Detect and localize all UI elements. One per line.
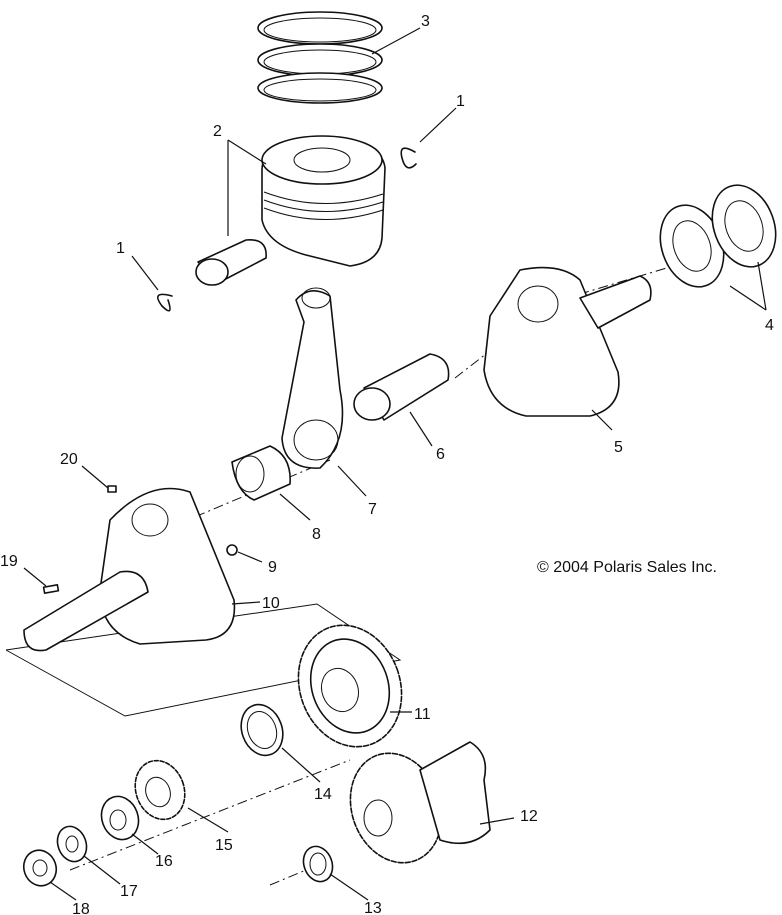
callout-6: 6 bbox=[436, 446, 445, 463]
copyright-notice: © 2004 Polaris Sales Inc. bbox=[537, 559, 717, 576]
callout-19: 19 bbox=[0, 553, 18, 570]
callout-11: 11 bbox=[414, 706, 431, 723]
left-crank-half bbox=[23, 487, 236, 652]
callout-4: 4 bbox=[765, 317, 774, 334]
drive-sprocket bbox=[134, 759, 186, 821]
piston-rings bbox=[257, 11, 383, 104]
right-crank-half bbox=[483, 266, 652, 417]
callout-7: 7 bbox=[368, 501, 377, 518]
needle-bearing bbox=[231, 445, 291, 501]
shaft-washer bbox=[302, 845, 334, 883]
callout-2: 2 bbox=[213, 123, 222, 140]
callout-1-left: 1 bbox=[116, 240, 125, 257]
crank-gear bbox=[297, 624, 403, 748]
callout-3: 3 bbox=[421, 13, 430, 30]
callout-20: 20 bbox=[60, 451, 78, 468]
balance-shaft bbox=[349, 741, 491, 864]
leader-lines bbox=[23, 27, 767, 901]
callout-12: 12 bbox=[520, 808, 538, 825]
callout-10: 10 bbox=[262, 595, 280, 612]
circlips bbox=[156, 147, 417, 312]
callout-16: 16 bbox=[155, 853, 173, 870]
callout-8: 8 bbox=[312, 526, 321, 543]
piston bbox=[261, 135, 386, 267]
callout-15: 15 bbox=[215, 837, 233, 854]
callout-5: 5 bbox=[614, 439, 623, 456]
callout-17: 17 bbox=[120, 883, 138, 900]
callout-14: 14 bbox=[314, 786, 332, 803]
key-pins bbox=[42, 485, 238, 594]
main-bearings bbox=[659, 184, 777, 288]
callout-13: 13 bbox=[364, 900, 382, 915]
wrist-pin bbox=[195, 239, 267, 286]
callout-1-right: 1 bbox=[456, 93, 465, 110]
callout-9: 9 bbox=[268, 559, 277, 576]
crank-pin bbox=[353, 353, 450, 421]
connecting-rod bbox=[281, 287, 344, 469]
fasteners bbox=[22, 795, 140, 887]
thrust-washer bbox=[240, 703, 284, 757]
callout-labels: 3 2 1 1 4 5 6 7 8 9 10 20 19 11 12 14 15… bbox=[0, 13, 774, 915]
callout-18: 18 bbox=[72, 901, 90, 915]
